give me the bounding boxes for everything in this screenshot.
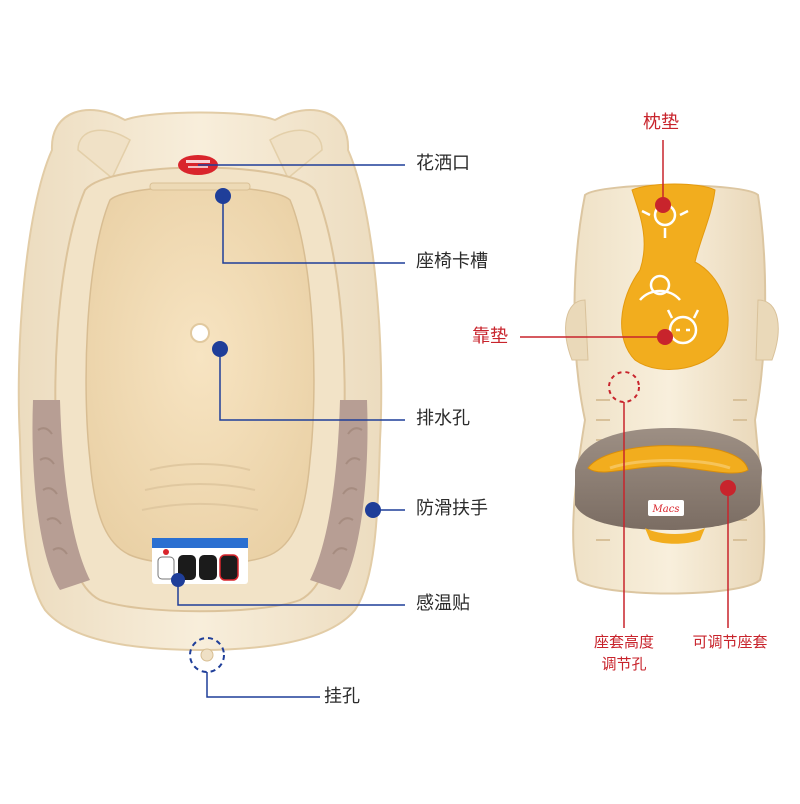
callout-antislip-handle	[365, 502, 405, 518]
label-antislip-handle: 防滑扶手	[416, 498, 488, 519]
seat-logo-text: Macs	[652, 504, 680, 515]
right-ear	[269, 129, 323, 180]
seat-callouts	[520, 140, 736, 628]
label-seat-slot: 座椅卡槽	[416, 251, 488, 272]
label-adjustable-seat: 可调节座套	[692, 633, 768, 651]
callout-hang-hole	[189, 637, 320, 698]
left-ear	[77, 129, 131, 180]
label-adjust-hole: 座套高度 调节孔	[584, 632, 664, 676]
label-shower-port: 花洒口	[416, 153, 470, 174]
label-adjust-hole-line2: 调节孔	[601, 654, 647, 673]
label-hang-hole: 挂孔	[324, 686, 360, 707]
callout-adjustable-seat	[720, 480, 736, 628]
callout-temp-sticker	[171, 573, 405, 606]
callout-adjust-hole	[608, 371, 640, 628]
drain-hole	[190, 323, 210, 343]
seat-logo-plate	[648, 500, 684, 516]
callout-back-pad	[520, 329, 673, 345]
label-back-pad: 靠垫	[472, 326, 508, 347]
hang-hole	[200, 648, 214, 662]
label-adjust-hole-line1: 座套高度	[593, 633, 654, 651]
label-pillow: 枕垫	[643, 112, 679, 133]
label-temp-sticker: 感温贴	[416, 593, 470, 614]
callout-drain-hole	[212, 341, 405, 421]
tub-basin	[85, 185, 315, 566]
temperature-sticker	[152, 538, 248, 584]
right-handle	[310, 400, 368, 590]
bath-seat: Macs	[565, 183, 779, 595]
back-pad	[621, 183, 729, 371]
callout-pillow	[655, 140, 671, 213]
label-drain-hole: 排水孔	[416, 408, 470, 429]
callout-seat-slot	[215, 188, 405, 264]
callout-shower-port	[198, 164, 405, 166]
tub-callouts	[171, 164, 405, 698]
left-handle	[32, 400, 90, 590]
bath-tub	[17, 109, 383, 662]
